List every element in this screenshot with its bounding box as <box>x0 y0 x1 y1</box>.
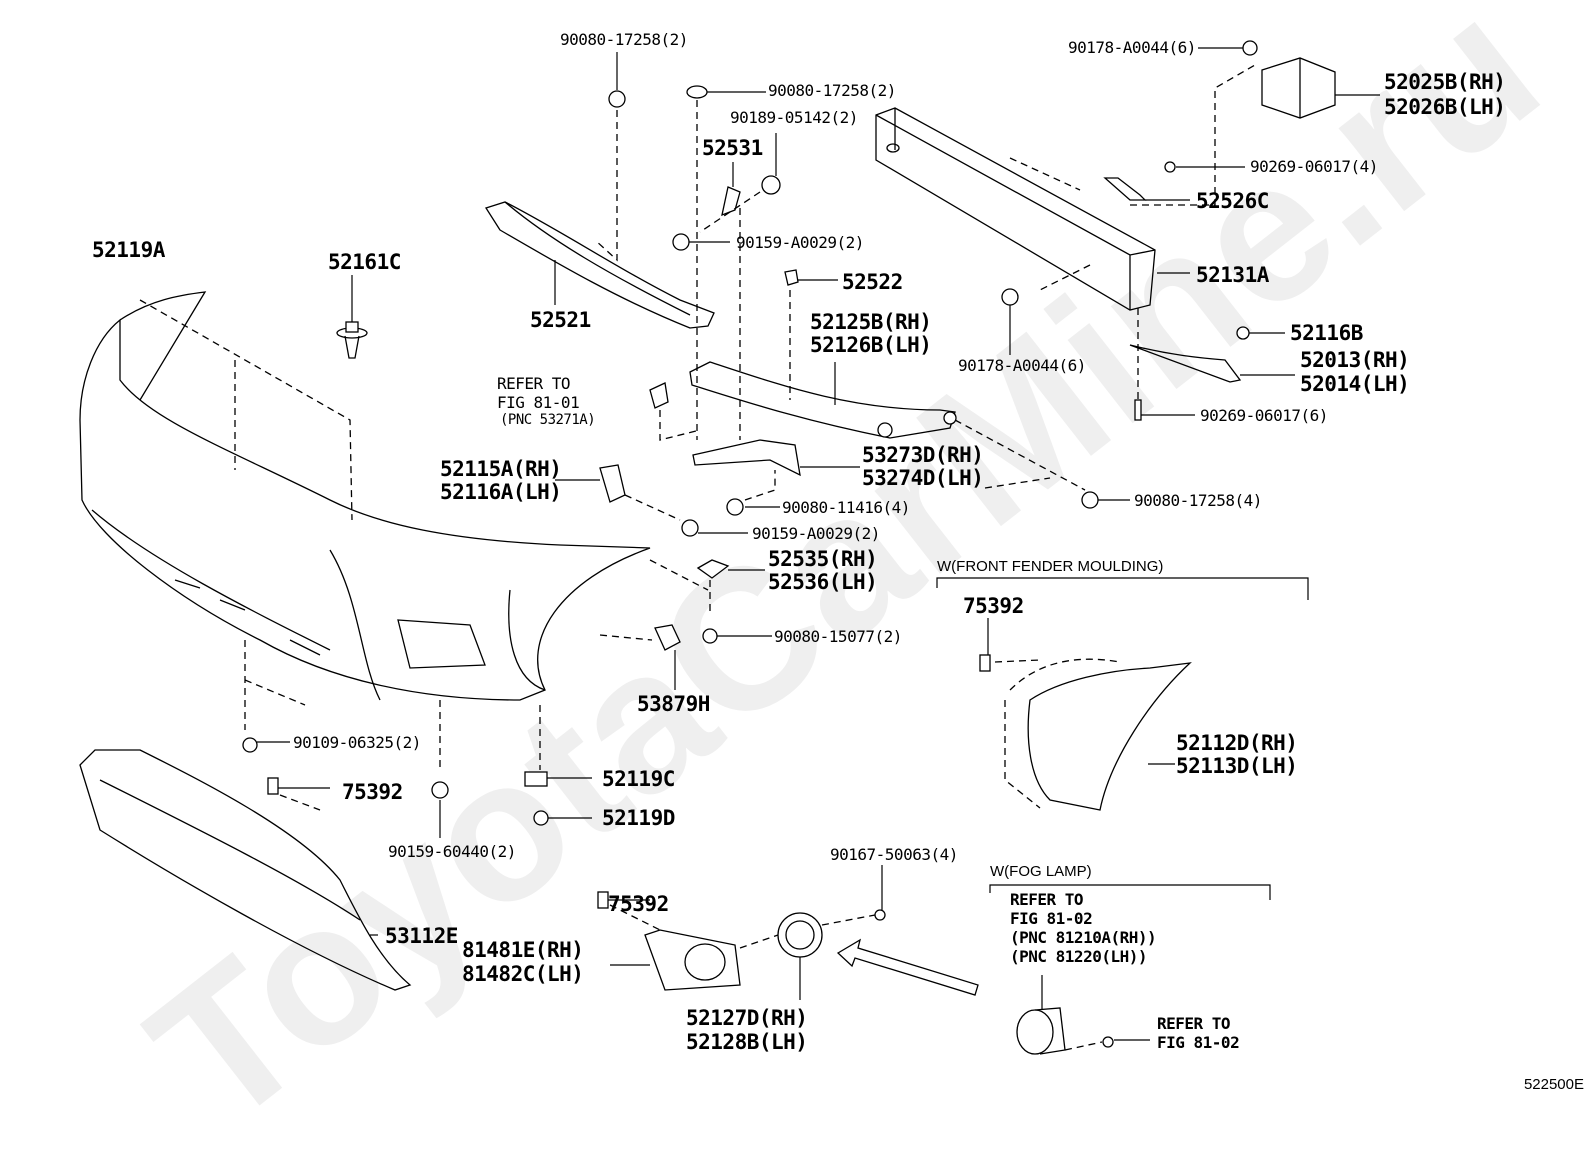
label-52119D[interactable]: 52119D <box>602 806 675 830</box>
bracket-52526C[interactable] <box>1103 177 1147 201</box>
label-pnc-53271A: (PNC 53271A) <box>500 412 596 428</box>
label-52127D[interactable]: 52127D(RH) <box>686 1006 808 1030</box>
bolt-90159-A0029-mid[interactable] <box>681 519 699 537</box>
label-90178-A0044-bot[interactable]: 90178-A0044(6) <box>958 356 1086 375</box>
nut-90178-A0044-bot[interactable] <box>1001 288 1019 306</box>
arm-52125B-52126B[interactable] <box>689 361 957 439</box>
label-52115A[interactable]: 52115A(RH) <box>440 457 562 481</box>
label-52113D[interactable]: 52113D(LH) <box>1176 754 1298 778</box>
label-90080-17258-4[interactable]: 90080-17258(4) <box>1134 491 1262 510</box>
label-refer-fig-81-02-fog-lamp[interactable]: REFER TO FIG 81-02 (PNC 81210A(RH)) (PNC… <box>1010 890 1157 966</box>
bumper-cover-52119A[interactable] <box>79 291 651 701</box>
label-90178-A0044-top[interactable]: 90178-A0044(6) <box>1068 38 1196 57</box>
nut-52119C[interactable] <box>524 771 548 787</box>
label-52026B[interactable]: 52026B(LH) <box>1384 95 1506 119</box>
clip-52161C[interactable] <box>336 321 368 359</box>
label-90159-60440[interactable]: 90159-60440(2) <box>388 842 516 861</box>
label-53112E[interactable]: 53112E <box>385 924 458 948</box>
label-52522[interactable]: 52522 <box>842 270 903 294</box>
bracket-52531[interactable] <box>721 186 741 217</box>
screw-90167-50063[interactable] <box>874 909 886 921</box>
arrow-icon <box>836 938 979 996</box>
label-90109-06325[interactable]: 90109-06325(2) <box>293 733 421 752</box>
clip-52522[interactable] <box>784 269 799 286</box>
label-52161C[interactable]: 52161C <box>328 250 401 274</box>
figure-code: 522500E <box>1523 1076 1584 1093</box>
grommet-90189-05142[interactable] <box>761 175 781 195</box>
clip-75392-lower[interactable] <box>267 777 279 795</box>
bracket-52115A-52116A[interactable] <box>599 464 626 503</box>
bracket-52013-52014[interactable] <box>1129 344 1242 383</box>
label-52112D[interactable]: 52112D(RH) <box>1176 731 1298 755</box>
label-52126B[interactable]: 52126B(LH) <box>810 333 932 357</box>
label-75392-lower[interactable]: 75392 <box>342 780 403 804</box>
screw-fog-lamp[interactable] <box>1102 1036 1114 1048</box>
rivet-90269-06017-6[interactable] <box>1134 399 1142 421</box>
label-52526C[interactable]: 52526C <box>1196 189 1269 213</box>
screw-90159-60440[interactable] <box>431 781 449 799</box>
label-52536[interactable]: 52536(LH) <box>768 570 878 594</box>
rivet-90269-06017-4[interactable] <box>1164 161 1176 173</box>
label-90080-17258-b[interactable]: 90080-17258(2) <box>768 81 896 100</box>
fender-moulding-52112D-52113D[interactable] <box>1004 658 1192 811</box>
clip-52116B[interactable] <box>1236 326 1250 340</box>
label-90159-A0029-mid[interactable]: 90159-A0029(2) <box>752 524 880 543</box>
label-53273D[interactable]: 53273D(RH) <box>862 443 984 467</box>
label-52014[interactable]: 52014(LH) <box>1300 372 1410 396</box>
label-90167-50063[interactable]: 90167-50063(4) <box>830 845 958 864</box>
label-refer-fig-81-02-bolt[interactable]: REFER TO FIG 81-02 <box>1157 1014 1240 1052</box>
nut-90080-17258-b[interactable] <box>686 85 708 99</box>
fog-cover-81481E-81482C[interactable] <box>644 929 741 991</box>
upper-support-52521[interactable] <box>484 201 715 329</box>
label-81481E[interactable]: 81481E(RH) <box>462 938 584 962</box>
bolt-90109-06325[interactable] <box>242 737 258 753</box>
label-52119A[interactable]: 52119A <box>92 238 165 262</box>
label-75392-fender[interactable]: 75392 <box>963 594 1024 618</box>
label-52116B[interactable]: 52116B <box>1290 321 1363 345</box>
nut-90080-17258-a[interactable] <box>608 90 626 108</box>
parts-diagram-drawing <box>79 40 1380 1055</box>
bracket-52025B-52026B[interactable] <box>1261 57 1336 119</box>
label-52531[interactable]: 52531 <box>702 136 763 160</box>
clip-75392-fog[interactable] <box>597 891 609 909</box>
label-52535[interactable]: 52535(RH) <box>768 547 878 571</box>
label-refer-fig-81-01[interactable]: REFER TO FIG 81-01 <box>497 374 580 412</box>
label-90080-15077[interactable]: 90080-15077(2) <box>774 627 902 646</box>
nut-90178-A0044-top[interactable] <box>1242 40 1258 56</box>
label-75392-fog[interactable]: 75392 <box>608 892 669 916</box>
label-52125B[interactable]: 52125B(RH) <box>810 310 932 334</box>
label-52116A[interactable]: 52116A(LH) <box>440 480 562 504</box>
fog-bracket-52127D-52128B[interactable] <box>777 912 823 958</box>
nut-90080-17258-4[interactable] <box>1081 491 1099 509</box>
label-90189-05142[interactable]: 90189-05142(2) <box>730 108 858 127</box>
bracket-53879H[interactable] <box>654 624 681 651</box>
label-90269-06017-4[interactable]: 90269-06017(4) <box>1250 157 1378 176</box>
label-52521[interactable]: 52521 <box>530 308 591 332</box>
group-title-fog-lamp: W(FOG LAMP) <box>990 863 1092 880</box>
label-90159-A0029-top[interactable]: 90159-A0029(2) <box>736 233 864 252</box>
label-90080-11416[interactable]: 90080-11416(4) <box>782 498 910 517</box>
bolt-90080-11416[interactable] <box>726 498 744 516</box>
bumper-reinforcement-52131A[interactable] <box>875 107 1156 311</box>
label-90080-17258-top[interactable]: 90080-17258(2) <box>560 30 688 49</box>
label-52128B[interactable]: 52128B(LH) <box>686 1030 808 1054</box>
fog-lamp-81210A-81220[interactable] <box>1016 1007 1066 1055</box>
label-52119C[interactable]: 52119C <box>602 767 675 791</box>
label-53274D[interactable]: 53274D(LH) <box>862 466 984 490</box>
label-52013[interactable]: 52013(RH) <box>1300 348 1410 372</box>
label-90269-06017-6[interactable]: 90269-06017(6) <box>1200 406 1328 425</box>
clip-75392-fender[interactable] <box>979 654 991 672</box>
bracket-53273D-53274D[interactable] <box>692 439 801 477</box>
lower-spoiler-53112E[interactable] <box>79 749 412 991</box>
label-53879H[interactable]: 53879H <box>637 692 710 716</box>
label-52025B[interactable]: 52025B(RH) <box>1384 70 1506 94</box>
screw-90080-15077[interactable] <box>702 628 718 644</box>
group-title-fender-moulding: W(FRONT FENDER MOULDING) <box>937 558 1164 575</box>
part-53271A-ref[interactable] <box>649 382 669 409</box>
bolt-90159-A0029-top[interactable] <box>672 233 690 251</box>
label-81482C[interactable]: 81482C(LH) <box>462 962 584 986</box>
clip-52535-52536[interactable] <box>696 559 730 579</box>
screw-52119D[interactable] <box>533 810 549 826</box>
label-52131A[interactable]: 52131A <box>1196 263 1269 287</box>
